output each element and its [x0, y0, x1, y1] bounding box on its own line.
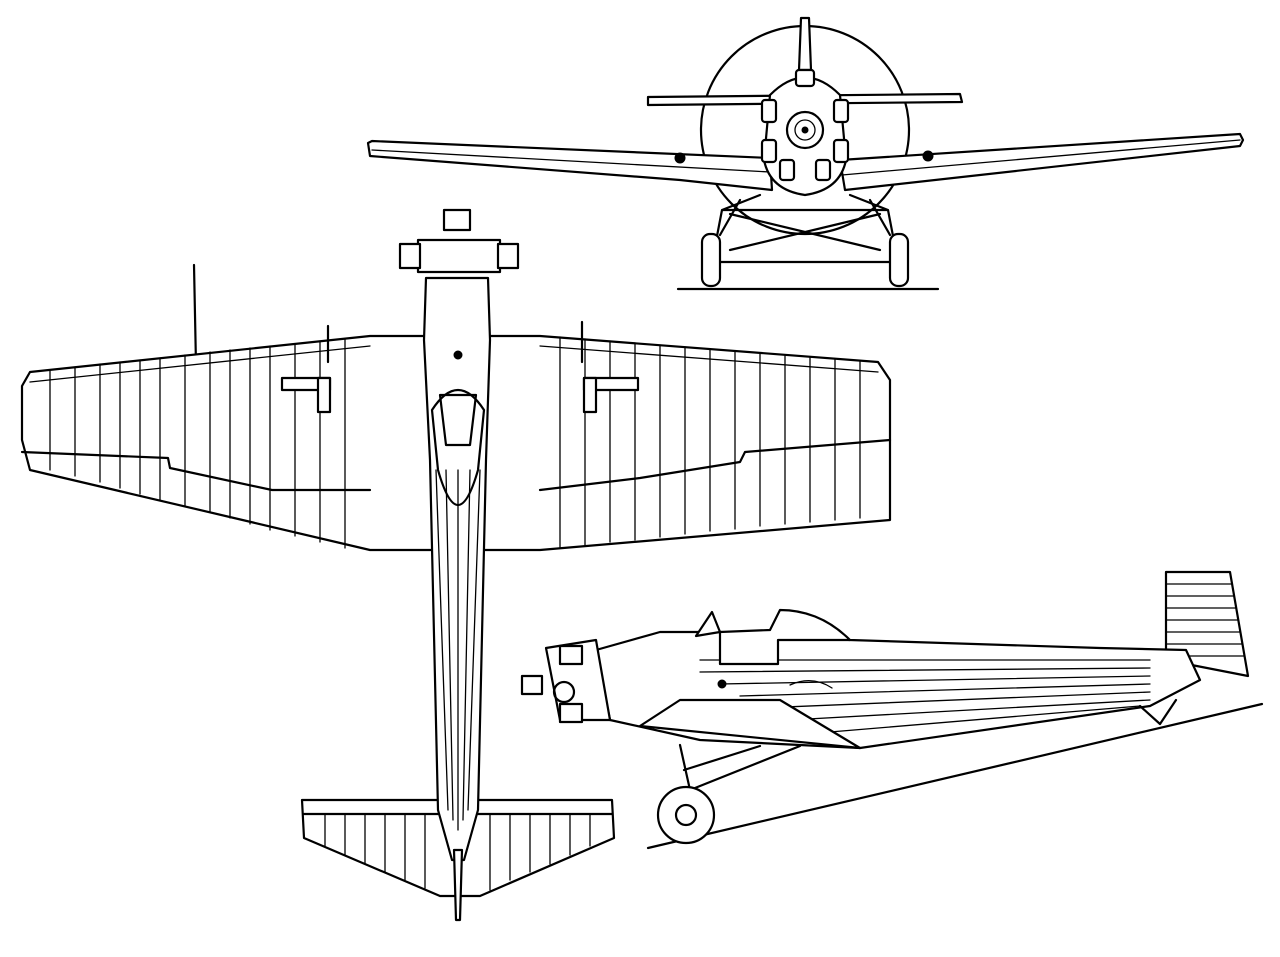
- top-engine: [416, 238, 502, 274]
- front-engine-hub: [785, 110, 825, 150]
- front-landing-gear: [710, 193, 900, 264]
- front-right-wheel: [888, 232, 910, 288]
- side-view: [520, 570, 1264, 850]
- wing-corrugations-right: [559, 336, 861, 549]
- pitot-tube: [192, 263, 198, 367]
- top-cockpit: [430, 389, 486, 506]
- top-fuselage: [422, 276, 492, 862]
- propeller-blade: [797, 16, 813, 72]
- wing-corrugations-left: [49, 338, 346, 549]
- front-engine-cowling: [762, 76, 848, 197]
- top-view: [20, 208, 892, 922]
- front-left-wing: [366, 139, 774, 192]
- side-ground-line: [646, 702, 1264, 850]
- front-view: [366, 16, 1245, 291]
- side-cockpit: [718, 608, 852, 666]
- front-right-wing: [838, 132, 1245, 192]
- front-left-wheel: [700, 232, 722, 288]
- top-rudder: [452, 848, 464, 922]
- side-landing-gear: [678, 743, 802, 792]
- side-wheel: [656, 785, 716, 845]
